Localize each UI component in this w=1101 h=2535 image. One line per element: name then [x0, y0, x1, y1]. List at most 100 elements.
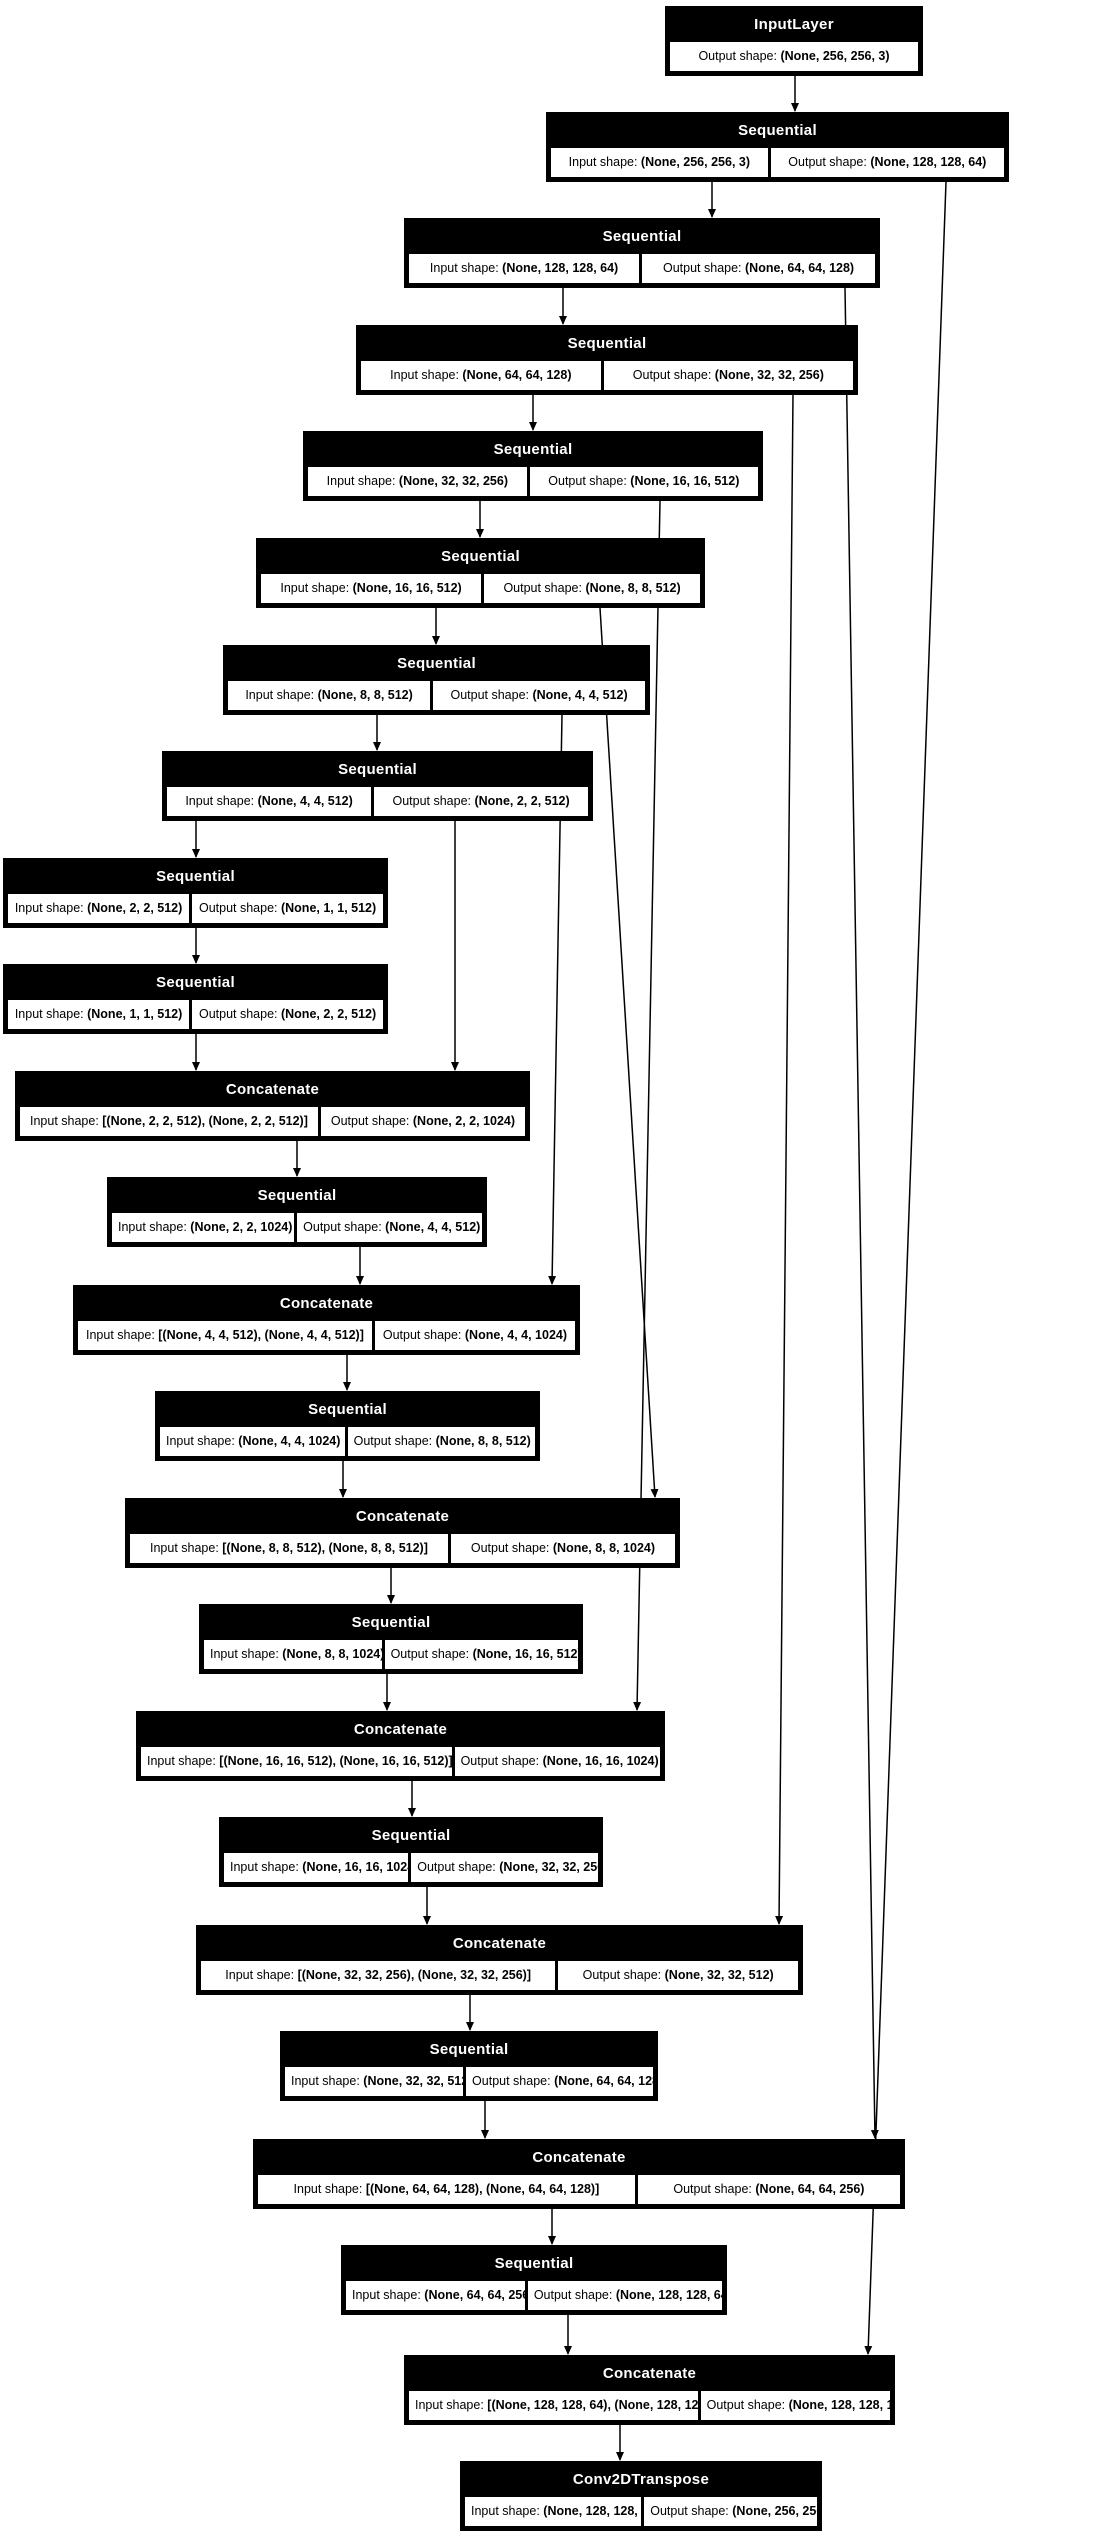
input-shape-value: (None, 256, 256, 3) [640, 155, 750, 169]
output-shape-value: (None, 64, 64, 128) [554, 2074, 653, 2088]
node-shape-row: Input shape: (None, 256, 256, 3) Output s… [548, 148, 1007, 180]
input-shape-value: (None, 32, 32, 256) [398, 474, 508, 488]
output-shape-cell: Output shape: (None, 256, 256, 3) [670, 42, 918, 71]
output-shape-cell: Output shape: (None, 32, 32, 512) [558, 1961, 798, 1990]
output-shape-prefix: Output shape: [673, 2182, 756, 2196]
output-shape-prefix: Output shape: [198, 901, 281, 915]
output-shape-cell: Output shape: (None, 4, 4, 1024) [374, 1321, 576, 1350]
output-shape-prefix: Output shape: [582, 1968, 665, 1982]
output-shape-value: (None, 8, 8, 512) [585, 581, 681, 595]
node-shape-row: Input shape: [(None, 32, 32, 256), (None… [198, 1961, 801, 1993]
node-type-label: Sequential [257, 1187, 337, 1204]
input-shape-cell: Input shape: (None, 16, 16, 1024) [224, 1853, 409, 1882]
input-shape-value: (None, 64, 64, 128) [462, 368, 572, 382]
output-shape-cell: Output shape: (None, 2, 2, 1024) [320, 1107, 526, 1136]
output-shape-prefix: Output shape: [392, 794, 475, 808]
node-type-label: Sequential [338, 761, 417, 778]
output-shape-value: (None, 128, 128, 128) [788, 2398, 890, 2412]
output-shape-value: (None, 256, 256, 3) [732, 2504, 817, 2518]
input-shape-value: [(None, 128, 128, 64), (None, 128, 128, … [487, 2398, 698, 2412]
output-shape-prefix: Output shape: [788, 155, 871, 169]
output-shape-value: (None, 16, 16, 512) [472, 1647, 578, 1661]
input-shape-cell: Input shape: (None, 128, 128, 128) [465, 2497, 642, 2526]
skip-connection-edge [844, 287, 879, 2139]
output-shape-prefix: Output shape: [706, 2398, 789, 2412]
node-shape-row: Input shape: [(None, 128, 128, 64), (Non… [406, 2391, 893, 2423]
input-shape-prefix: Input shape: [280, 581, 353, 595]
input-shape-prefix: Input shape: [326, 474, 399, 488]
output-shape-cell: Output shape: (None, 2, 2, 512) [192, 1000, 384, 1029]
node-shape-row: Input shape: (None, 64, 64, 128) Output s… [358, 361, 856, 393]
input-shape-prefix: Input shape: [29, 1114, 103, 1128]
node-type-label: Sequential [429, 2041, 509, 2058]
input-shape-value: [(None, 64, 64, 128), (None, 64, 64, 128… [365, 2182, 600, 2196]
output-shape-prefix: Output shape: [353, 1434, 436, 1448]
output-shape-value: (None, 32, 32, 256) [499, 1860, 598, 1874]
output-shape-value: (None, 32, 32, 256) [714, 368, 824, 382]
input-shape-prefix: Input shape: [166, 1434, 239, 1448]
output-shape-prefix: Output shape: [533, 2288, 616, 2302]
output-shape-cell: Output shape: (None, 32, 32, 256) [411, 1853, 598, 1882]
node-type-label: InputLayer [754, 16, 834, 33]
node-shape-row: Output shape: (None, 256, 256, 3) [667, 42, 921, 74]
output-shape-value: (None, 8, 8, 1024) [552, 1541, 656, 1555]
input-shape-value: (None, 2, 2, 1024) [190, 1220, 293, 1234]
skip-connection-edge [775, 394, 794, 1925]
input-shape-value: (None, 32, 32, 512) [363, 2074, 464, 2088]
output-shape-prefix: Output shape: [548, 474, 631, 488]
input-shape-value: (None, 64, 64, 256) [424, 2288, 525, 2302]
input-shape-prefix: Input shape: [390, 368, 463, 382]
output-shape-prefix: Output shape: [382, 1328, 465, 1342]
input-shape-value: (None, 8, 8, 512) [317, 688, 413, 702]
node-type-label: Concatenate [355, 1508, 450, 1525]
output-shape-prefix: Output shape: [303, 1220, 386, 1234]
output-shape-cell: Output shape: (None, 32, 32, 256) [603, 361, 854, 390]
node-type-label: Concatenate [452, 1935, 547, 1952]
output-shape-prefix: Output shape: [460, 1754, 543, 1768]
input-shape-cell: Input shape: [(None, 2, 2, 512), (None, … [20, 1107, 318, 1136]
node-type-label: Sequential [494, 2255, 574, 2272]
node-type-label: Sequential [441, 548, 520, 565]
output-shape-value: (None, 8, 8, 512) [435, 1434, 531, 1448]
output-shape-cell: Output shape: (None, 16, 16, 1024) [454, 1747, 660, 1776]
input-shape-value: (None, 1, 1, 512) [87, 1007, 183, 1021]
output-shape-value: (None, 64, 64, 128) [745, 261, 855, 275]
output-shape-prefix: Output shape: [632, 368, 715, 382]
node-shape-row: Input shape: [(None, 8, 8, 512), (None, … [127, 1534, 678, 1566]
output-shape-cell: Output shape: (None, 64, 64, 128) [466, 2067, 653, 2096]
input-shape-cell: Input shape: [(None, 8, 8, 512), (None, … [130, 1534, 448, 1563]
node-shape-row: Input shape: (None, 4, 4, 1024) Output sh… [157, 1427, 538, 1459]
output-shape-prefix: Output shape: [330, 1114, 413, 1128]
input-shape-cell: Input shape: (None, 16, 16, 512) [261, 574, 482, 603]
input-shape-value: [(None, 4, 4, 512), (None, 4, 4, 512)] [158, 1328, 364, 1342]
input-shape-cell: Input shape: [(None, 32, 32, 256), (None… [201, 1961, 556, 1990]
node-type-label: Concatenate [602, 2365, 697, 2382]
input-shape-cell: Input shape: (None, 256, 256, 3) [551, 148, 768, 177]
input-shape-cell: Input shape: [(None, 64, 64, 128), (None… [258, 2175, 635, 2204]
input-shape-value: (None, 128, 128, 128) [543, 2504, 641, 2518]
node-type-label: Sequential [567, 335, 647, 352]
input-shape-value: [(None, 16, 16, 512), (None, 16, 16, 512… [219, 1754, 452, 1768]
input-shape-value: (None, 4, 4, 1024) [238, 1434, 341, 1448]
input-shape-prefix: Input shape: [352, 2288, 425, 2302]
node-shape-row: Input shape: [(None, 2, 2, 512), (None, … [17, 1107, 528, 1139]
input-shape-cell: Input shape: (None, 1, 1, 512) [8, 1000, 190, 1029]
skip-connection-edge [864, 181, 947, 2355]
input-shape-prefix: Input shape: [225, 1968, 298, 1982]
input-shape-prefix: Input shape: [230, 1860, 303, 1874]
input-shape-value: (None, 2, 2, 512) [87, 901, 183, 915]
